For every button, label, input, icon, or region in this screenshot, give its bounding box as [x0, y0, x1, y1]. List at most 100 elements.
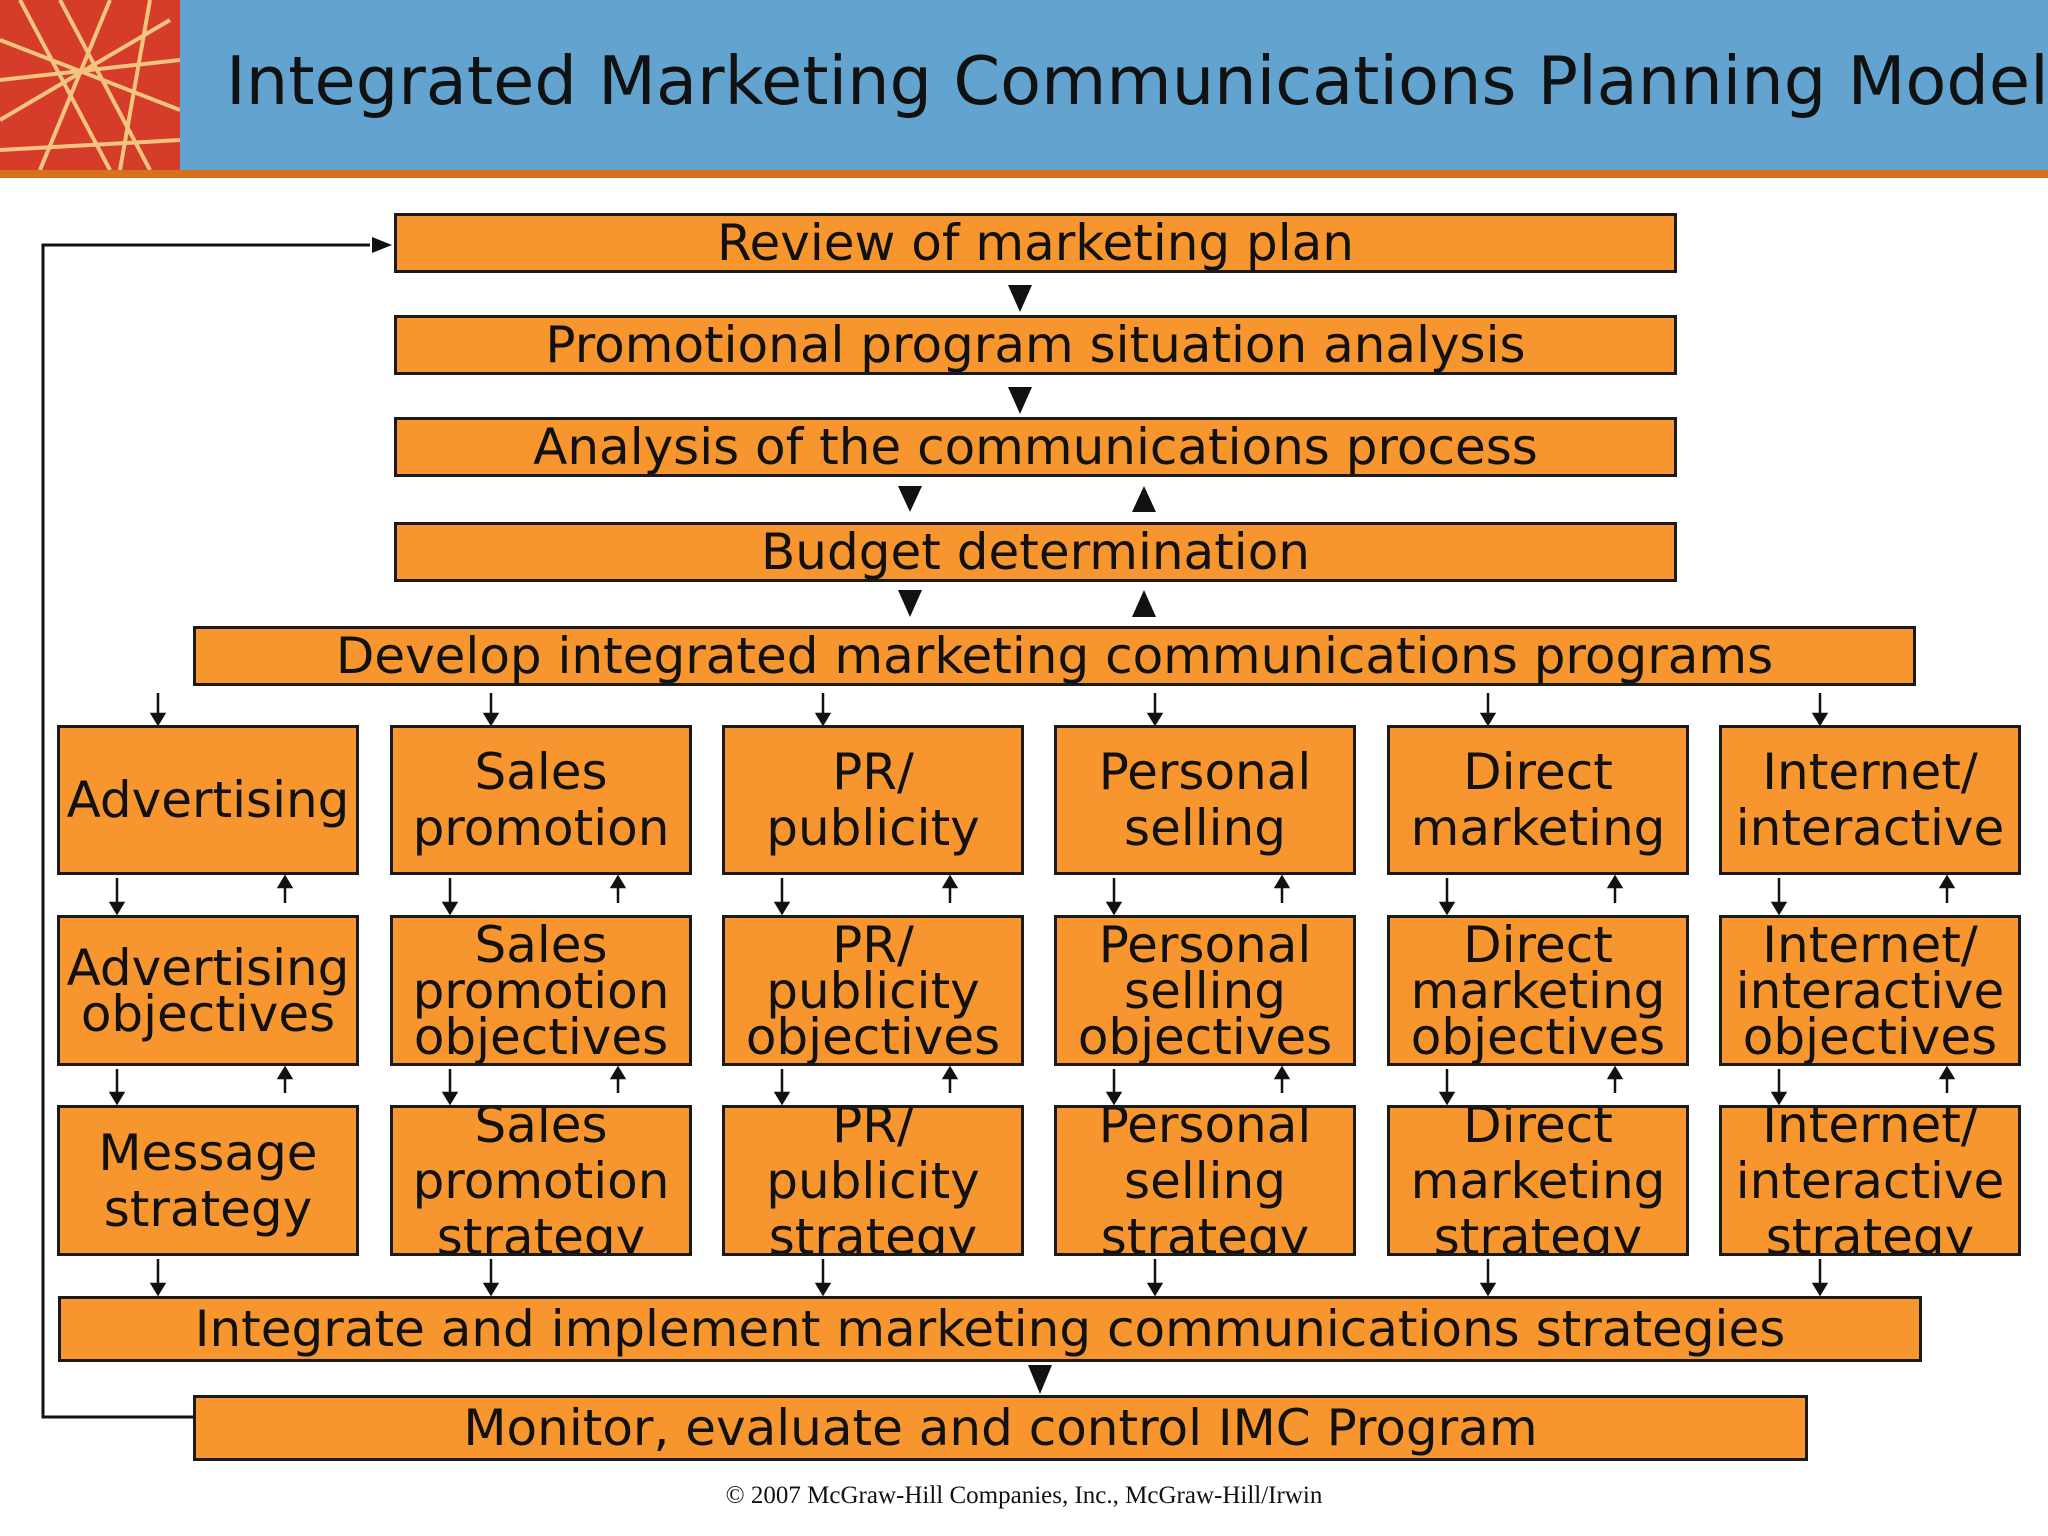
pr-publicity-strategy-line: PR/: [832, 1105, 914, 1154]
step-review-label: Review of marketing plan: [717, 214, 1354, 272]
advertising-element-label: Advertising: [67, 772, 350, 828]
header-banner: Integrated Marketing Communications Plan…: [0, 0, 2048, 170]
arrow-communications-to-budget: [898, 486, 922, 512]
internet-interactive-element-line: interactive: [1735, 799, 2005, 857]
internet-interactive-element-box: Internet/interactive: [1719, 725, 2021, 875]
step-integrate-label: Integrate and implement marketing commun…: [194, 1300, 1786, 1358]
sales-promotion-objectives-line: promotion: [412, 961, 670, 1020]
pr-publicity-element-box: PR/publicity: [722, 725, 1024, 875]
sales-promotion-from-develop-arrowhead: [482, 712, 500, 727]
personal-selling-strategy-line: Personal: [1098, 1105, 1312, 1154]
pr-publicity-to-objectives-arrowhead: [773, 901, 791, 916]
personal-selling-element-line: Personal: [1098, 743, 1312, 801]
step-monitor-label: Monitor, evaluate and control IMC Progra…: [463, 1399, 1538, 1457]
internet-interactive-to-strategy-arrowhead: [1770, 1091, 1788, 1106]
pr-publicity-back-to-element-arrowhead: [941, 874, 959, 889]
internet-interactive-strategy-line: Internet/: [1762, 1105, 1978, 1154]
personal-selling-to-objectives-arrowhead: [1105, 901, 1123, 916]
internet-interactive-from-develop-arrowhead: [1811, 712, 1829, 727]
pr-publicity-back-to-objectives-arrowhead: [941, 1065, 959, 1080]
internet-interactive-element-label: Internet/interactive: [1736, 744, 2004, 856]
direct-marketing-objectives-line: Direct: [1463, 915, 1613, 974]
sales-promotion-objectives-line: Sales: [474, 915, 608, 974]
direct-marketing-element-line: Direct: [1463, 743, 1613, 801]
slide-title: Integrated Marketing Communications Plan…: [226, 42, 2048, 120]
sales-promotion-to-strategy-arrowhead: [441, 1091, 459, 1106]
sales-promotion-to-objectives-arrowhead: [441, 901, 459, 916]
direct-marketing-strategy-line: Direct: [1463, 1105, 1613, 1154]
feedback-loop-line: [41, 243, 370, 1419]
internet-interactive-strategy-line: interactive: [1735, 1151, 2005, 1210]
personal-selling-strategy-line: strategy: [1100, 1207, 1310, 1256]
personal-selling-to-integrate-arrowhead: [1146, 1282, 1164, 1297]
arrow-situation-to-communications: [1008, 387, 1032, 414]
step-communications-label: Analysis of the communications process: [533, 418, 1538, 476]
personal-selling-strategy-line: selling: [1124, 1151, 1286, 1210]
pr-publicity-objectives-line: PR/: [832, 915, 914, 974]
sales-promotion-objectives-line: objectives: [413, 1007, 669, 1066]
advertising-strategy-line: strategy: [103, 1179, 313, 1238]
sales-promotion-to-integrate-arrowhead: [482, 1282, 500, 1297]
personal-selling-element-line: selling: [1124, 799, 1286, 857]
pr-publicity-to-strategy-arrowhead: [773, 1091, 791, 1106]
personal-selling-to-strategy-arrowhead: [1105, 1091, 1123, 1106]
internet-interactive-back-to-objectives-arrowhead: [1938, 1065, 1956, 1080]
direct-marketing-strategy-line: strategy: [1433, 1207, 1643, 1256]
arrow-budget-to-develop: [898, 590, 922, 617]
personal-selling-objectives-line: Personal: [1098, 915, 1312, 974]
internet-interactive-back-to-element-arrowhead: [1938, 874, 1956, 889]
advertising-to-strategy-arrowhead: [108, 1091, 126, 1106]
direct-marketing-to-integrate-arrowhead: [1479, 1282, 1497, 1297]
step-review-marketing-plan: Review of marketing plan: [394, 213, 1677, 273]
arrow-integrate-to-monitor: [1028, 1365, 1052, 1394]
pr-publicity-element-line: publicity: [766, 799, 980, 857]
personal-selling-objectives-line: objectives: [1077, 1007, 1333, 1066]
direct-marketing-to-strategy-arrowhead: [1438, 1091, 1456, 1106]
pr-publicity-strategy-line: strategy: [768, 1207, 978, 1256]
direct-marketing-element-line: marketing: [1410, 799, 1666, 857]
sales-promotion-back-to-objectives-arrowhead: [609, 1065, 627, 1080]
internet-interactive-objectives-line: objectives: [1742, 1007, 1998, 1066]
step-communications-process: Analysis of the communications process: [394, 417, 1677, 477]
pr-publicity-objectives-line: objectives: [745, 1007, 1001, 1066]
arrow-budget-to-communications: [1132, 486, 1156, 512]
direct-marketing-strategy-line: marketing: [1410, 1151, 1666, 1210]
step-integrate-implement: Integrate and implement marketing commun…: [58, 1296, 1922, 1362]
step-develop-label: Develop integrated marketing communicati…: [335, 627, 1774, 685]
direct-marketing-from-develop-arrowhead: [1479, 712, 1497, 727]
internet-interactive-to-objectives-arrowhead: [1770, 901, 1788, 916]
pr-publicity-element-line: PR/: [832, 743, 914, 801]
arrow-develop-to-budget: [1132, 590, 1156, 617]
step-monitor-evaluate-control: Monitor, evaluate and control IMC Progra…: [193, 1395, 1808, 1461]
advertising-strategy-line: Message: [98, 1123, 318, 1182]
sales-promotion-strategy-line: promotion: [412, 1151, 670, 1210]
copyright-notice: © 2007 McGraw-Hill Companies, Inc., McGr…: [725, 1482, 1323, 1509]
advertising-element-box: Advertising: [57, 725, 359, 875]
step-situation-analysis: Promotional program situation analysis: [394, 315, 1677, 375]
internet-interactive-to-integrate-arrowhead: [1811, 1282, 1829, 1297]
